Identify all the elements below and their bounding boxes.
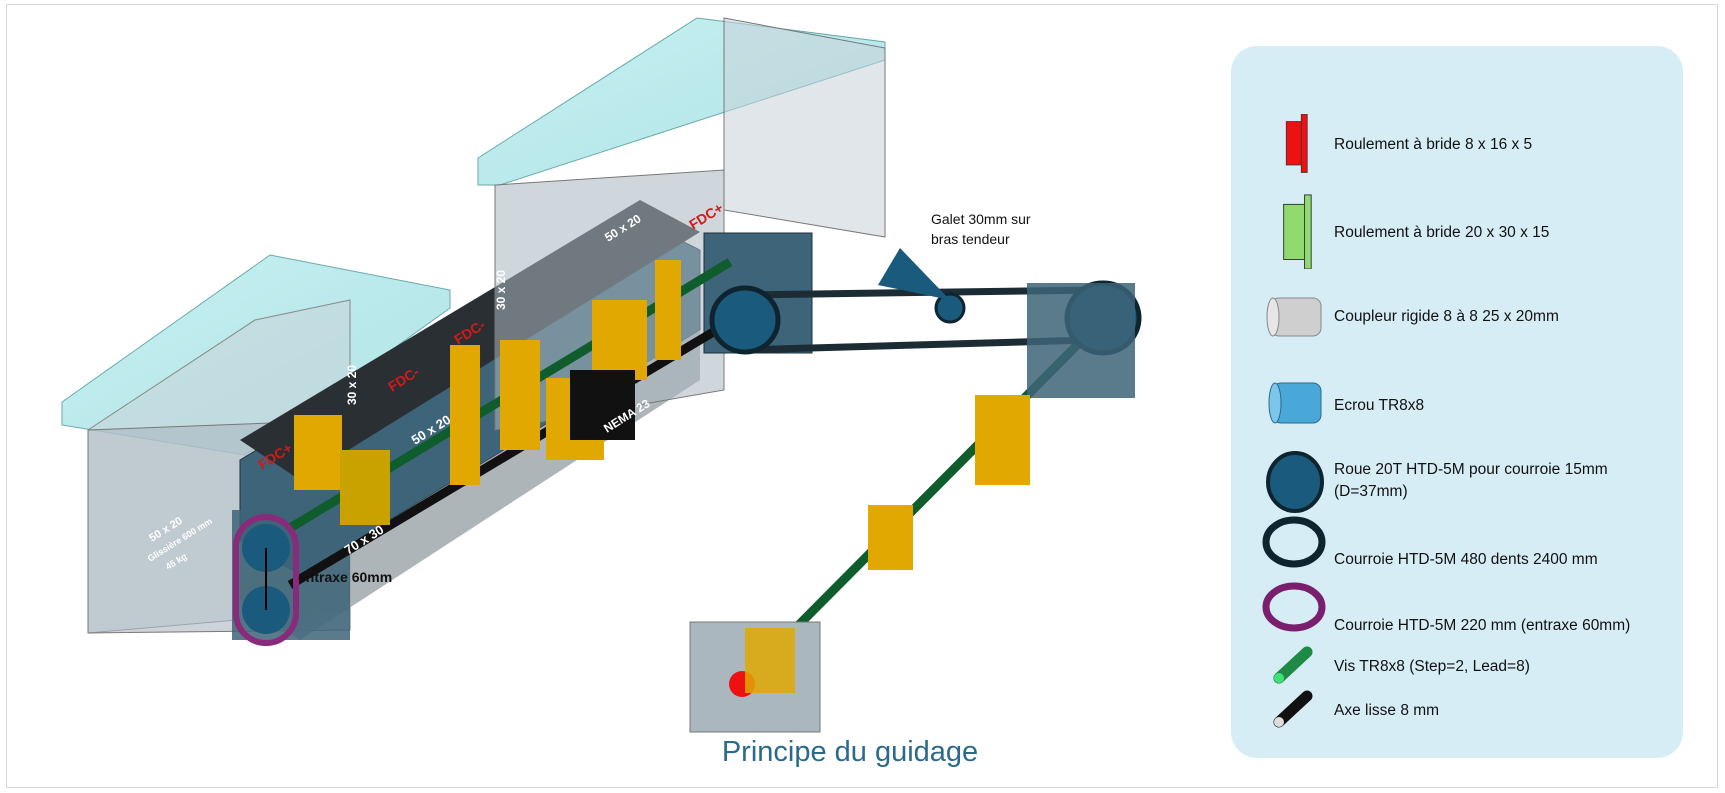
legend-label: Roue 20T HTD-5M pour courroie 15mm (D=37… [1334,461,1608,500]
short-belt [233,514,299,646]
legend-label: Ecrou TR8x8 [1334,397,1425,414]
tensioner-arm [878,248,950,300]
bracket [868,505,913,570]
rigid-coupler-icon [1266,297,1322,337]
bracket [294,415,342,490]
nema23-motor [570,370,635,440]
belt-short-icon [1262,582,1326,632]
bracket [340,450,390,525]
flange-bearing-green-icon [1283,194,1312,269]
tensioner-idler [934,292,966,324]
lead-screw-icon [1273,646,1313,684]
legend-item: Ecrou TR8x8 [1231,373,1683,433]
flange-bearing-red-icon [1285,114,1308,173]
profile-label: 30 x 20 [494,270,508,310]
brackets [294,260,1030,693]
legend-label: Vis TR8x8 (Step=2, Lead=8) [1334,658,1530,675]
pulley-icon [1266,451,1324,513]
diagram-title: Principe du guidage [0,736,1700,769]
entraxe-label: entraxe 60mm [298,569,392,585]
legend-label: Roulement à bride 20 x 30 x 15 [1334,224,1550,241]
smooth-rod-left [287,318,733,589]
legend-item: Vis TR8x8 (Step=2, Lead=8) [1231,644,1683,704]
bracket [450,345,480,485]
bracket [745,628,795,693]
legend-item: Roue 20T HTD-5M pour courroie 15mm (D=37… [1231,450,1683,513]
bracket [500,340,540,450]
bracket [655,260,681,360]
bracket [975,395,1030,485]
far-plate [1027,283,1135,398]
smooth-rod-icon [1273,690,1313,728]
short-belt-assembly [233,514,299,646]
profile-label: 30 x 20 [345,365,359,405]
galet-line-1: Galet 30mm sur [931,211,1031,227]
legend-panel: Roulement à bride 8 x 16 x 5 Roulement à… [1231,46,1683,758]
legend-item: Courroie HTD-5M 220 mm (entraxe 60mm) [1231,577,1683,637]
rear-back-panel [723,17,886,238]
legend-label: Courroie HTD-5M 480 dents 2400 mm [1334,551,1598,568]
legend-item: Roulement à bride 20 x 30 x 15 [1231,194,1683,269]
tr8-nut-icon [1268,382,1322,424]
slide-frame [6,4,1718,788]
legend-item: Axe lisse 8 mm [1231,688,1683,748]
legend-label: Coupleur rigide 8 à 8 25 x 20mm [1334,308,1559,325]
legend-item: Roulement à bride 8 x 16 x 5 [1231,114,1683,174]
diagram-title-text: Principe du guidage [721,736,979,768]
belt-long-icon [1262,516,1326,568]
legend-label: Courroie HTD-5M 220 mm (entraxe 60mm) [1334,617,1631,634]
motor-pulley [709,285,781,355]
galet-label: Galet 30mm sur bras tendeur [931,211,1034,247]
legend-item: Courroie HTD-5M 480 dents 2400 mm [1231,510,1683,570]
galet-line-2: bras tendeur [931,231,1010,247]
legend-label: Axe lisse 8 mm [1334,702,1440,719]
bracket [592,300,647,380]
legend-label: Roulement à bride 8 x 16 x 5 [1334,136,1533,153]
legend-item: Coupleur rigide 8 à 8 25 x 20mm [1231,286,1683,346]
